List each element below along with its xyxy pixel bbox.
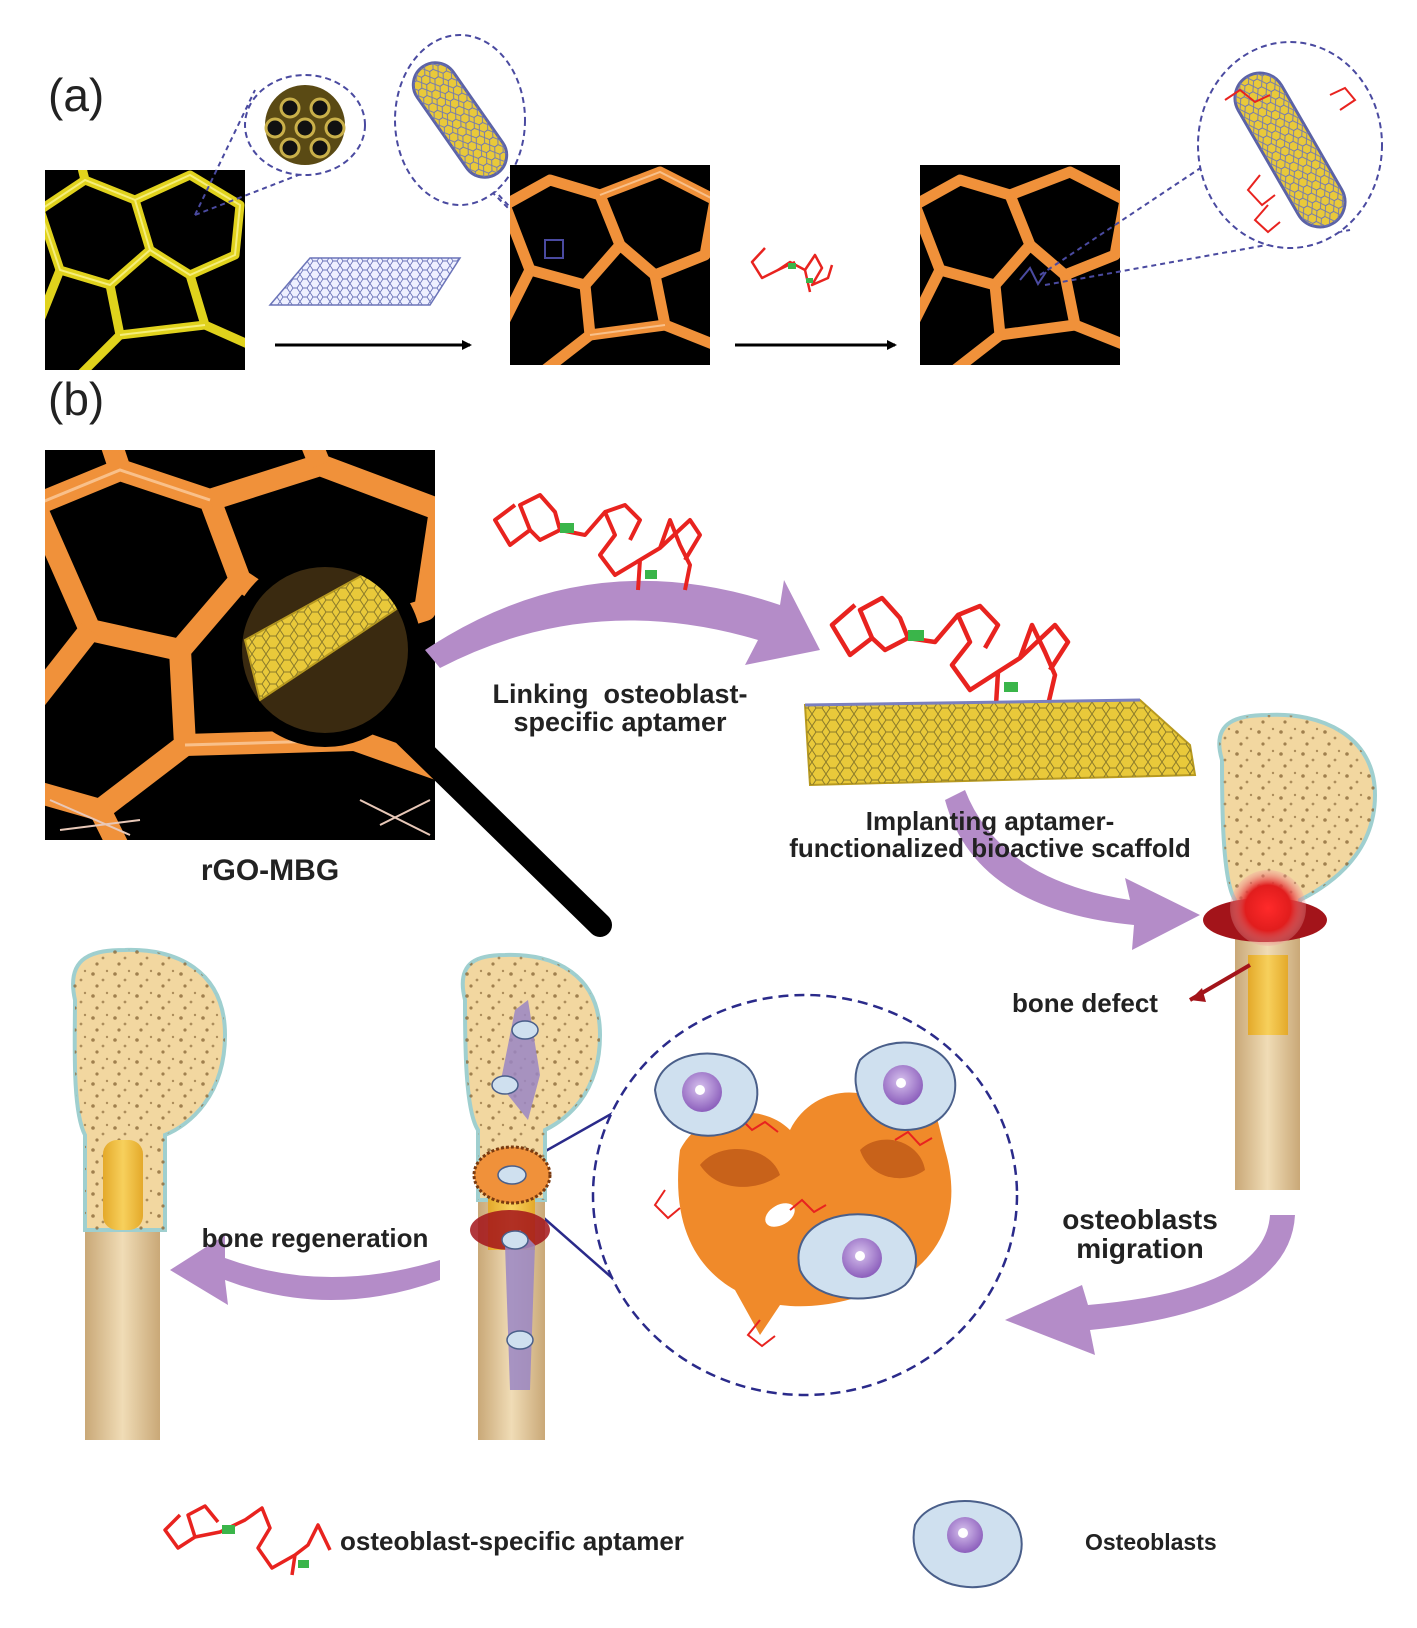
graphene-sheet-small bbox=[268, 257, 462, 306]
aptamer-nanotube-zoom-bubble bbox=[1039, 41, 1383, 286]
aptamer-b-top bbox=[493, 493, 702, 591]
bone-migration bbox=[460, 952, 603, 1440]
regeneration-arrow bbox=[170, 1235, 440, 1305]
legend-osteoblast-icon bbox=[912, 1500, 1023, 1589]
label-migration: osteoblasts migration bbox=[1040, 1205, 1240, 1264]
scaffold-rgo-mbg-orange bbox=[510, 165, 710, 365]
label-implanting-line1: Implanting aptamer- bbox=[865, 806, 1115, 836]
linking-arrow bbox=[425, 580, 820, 668]
mesopore-zoom-bubble bbox=[194, 74, 366, 216]
scaffold-aptamer-orange bbox=[920, 165, 1120, 365]
bone-defect bbox=[1188, 712, 1378, 1190]
label-linking-line1: Linking osteoblast- bbox=[492, 679, 748, 709]
scaffold-mbg-yellow bbox=[45, 170, 245, 370]
magnifier-icon bbox=[228, 553, 612, 937]
legend-aptamer-icon bbox=[163, 1504, 332, 1576]
label-implanting-line2: functionalized bioactive scaffold bbox=[789, 833, 1191, 864]
label-migration-line2: migration bbox=[1076, 1233, 1204, 1265]
label-migration-line1: osteoblasts bbox=[1062, 1204, 1218, 1235]
label-implanting: Implanting aptamer- functionalized bioac… bbox=[730, 806, 1250, 864]
label-bone-regeneration: bone regeneration bbox=[201, 1223, 429, 1253]
aptamer-b-on-sheet bbox=[829, 595, 1071, 706]
panel-label-a: (a) bbox=[48, 69, 105, 121]
legend-osteoblast-label: Osteoblasts bbox=[1085, 1529, 1217, 1555]
label-linking-line2: specific aptamer bbox=[513, 707, 727, 738]
bone-regenerated bbox=[71, 947, 228, 1440]
legend-aptamer-label: osteoblast-specific aptamer bbox=[340, 1526, 684, 1556]
implanting-arrow bbox=[945, 790, 1200, 950]
migration-arrow bbox=[1005, 1215, 1295, 1355]
nanotube-zoom-bubble bbox=[394, 34, 566, 266]
label-linking: Linking osteoblast- specific aptamer bbox=[470, 680, 770, 737]
panel-label-b: (b) bbox=[48, 373, 105, 425]
osteoblast-scaffold-zoom bbox=[511, 993, 1019, 1397]
aptamer-small-a bbox=[750, 247, 834, 293]
label-bone-defect: bone defect bbox=[1012, 988, 1158, 1018]
graphene-sheet-large bbox=[803, 698, 1197, 787]
label-rgo-mbg: rGO-MBG bbox=[200, 854, 340, 887]
